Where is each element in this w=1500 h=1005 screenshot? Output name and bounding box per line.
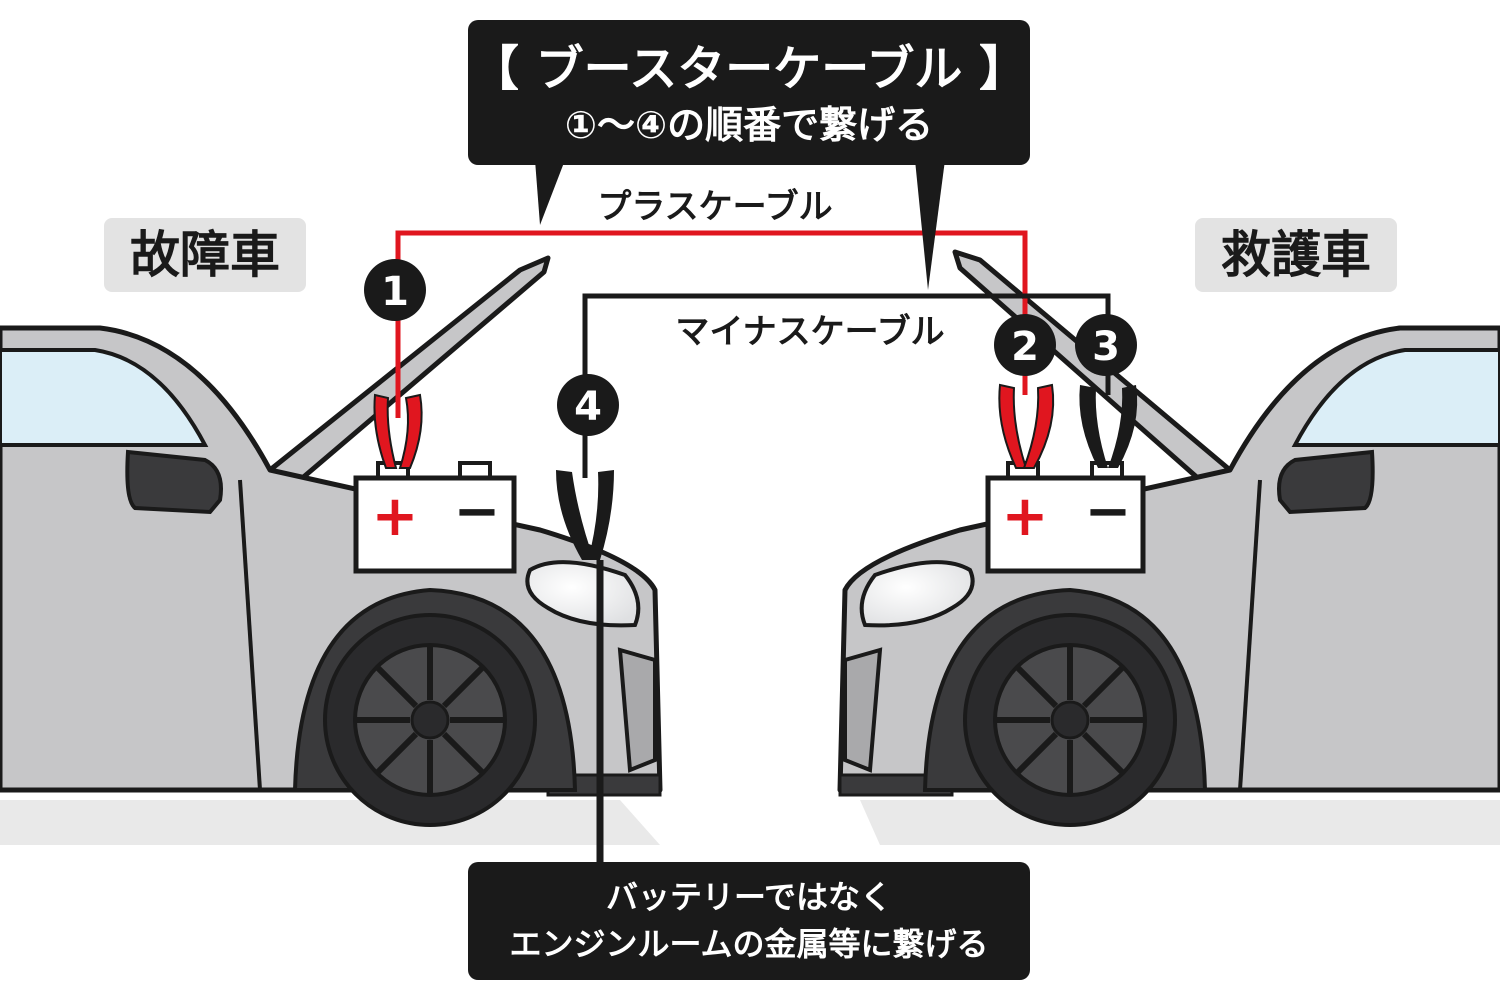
left-car-label-box: 故障車 bbox=[104, 218, 306, 292]
svg-text:2: 2 bbox=[1011, 324, 1039, 370]
left-car-mirror bbox=[125, 449, 223, 515]
svg-text:3: 3 bbox=[1092, 324, 1120, 370]
plus-cable-label: プラスケーブル bbox=[597, 187, 832, 227]
clamp-4-black bbox=[556, 470, 614, 560]
right-battery: + − bbox=[985, 461, 1146, 574]
svg-text:1: 1 bbox=[381, 269, 409, 315]
step-1-badge: 1 bbox=[364, 259, 426, 321]
broken-car bbox=[0, 255, 663, 827]
right-car-headlight bbox=[859, 560, 975, 628]
step-3-badge: 3 bbox=[1075, 314, 1137, 376]
left-car-headlight bbox=[525, 560, 641, 628]
right-car-mirror bbox=[1277, 449, 1375, 515]
right-car-label: 救護車 bbox=[1221, 226, 1371, 284]
ground-right bbox=[860, 800, 1500, 845]
clamp-1-red bbox=[373, 393, 423, 469]
right-battery-minus: − bbox=[1085, 479, 1132, 544]
minus-cable-label: マイナスケーブル bbox=[675, 312, 944, 352]
note-line-2: エンジンルームの金属等に繋げる bbox=[509, 925, 988, 963]
title-line-2: ①〜④の順番で繋げる bbox=[565, 103, 933, 147]
clamp-2-red bbox=[998, 383, 1055, 469]
right-battery-plus: + bbox=[1002, 484, 1049, 549]
left-car-label: 故障車 bbox=[130, 226, 280, 284]
left-battery-minus: − bbox=[454, 479, 501, 544]
title-callout: 【 ブースターケーブル 】 ①〜④の順番で繋げる bbox=[468, 20, 1030, 290]
svg-text:4: 4 bbox=[574, 384, 602, 430]
step-4-badge: 4 bbox=[557, 374, 619, 436]
left-battery-plus: + bbox=[372, 484, 419, 549]
ground-left bbox=[0, 800, 660, 845]
right-car-label-box: 救護車 bbox=[1195, 218, 1397, 292]
step-2-badge: 2 bbox=[994, 314, 1056, 376]
clamp-3-black bbox=[1079, 385, 1138, 468]
title-line-1: 【 ブースターケーブル 】 bbox=[471, 41, 1027, 97]
left-car-window bbox=[0, 348, 209, 447]
left-battery: + − bbox=[353, 461, 517, 574]
ground-note-callout: バッテリーではなく エンジンルームの金属等に繋げる bbox=[468, 862, 1030, 980]
right-car-window bbox=[1291, 348, 1500, 447]
note-line-1: バッテリーではなく bbox=[606, 878, 892, 916]
